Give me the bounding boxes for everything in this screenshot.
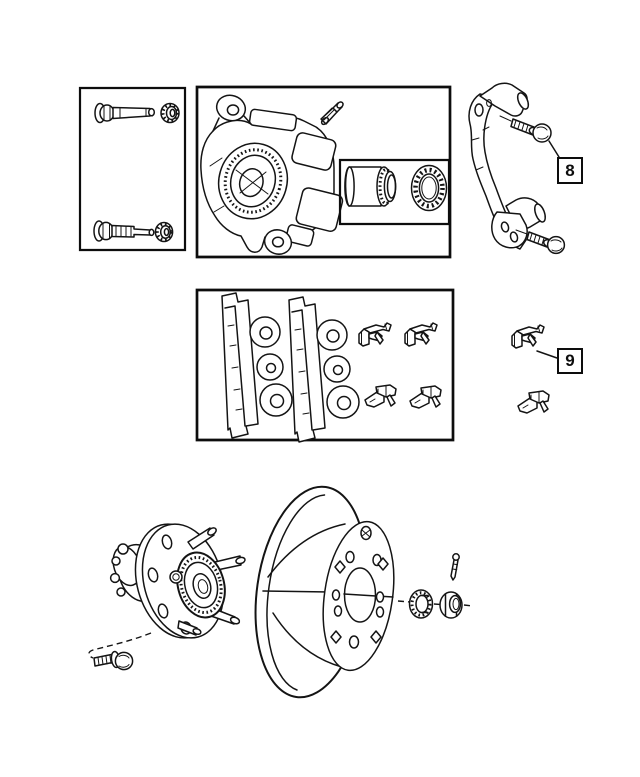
brake-pad-right (289, 297, 359, 442)
pads-box-frame (197, 290, 453, 440)
piston-seal-box (340, 160, 449, 224)
spindle-washer (410, 590, 433, 618)
brake-caliper (200, 92, 344, 258)
brake-rotor (243, 480, 403, 705)
caliper-adapter-bracket (469, 83, 547, 249)
pad-clip-loose-top (511, 324, 545, 349)
spindle-nut (440, 592, 462, 618)
adapter-bolt-bottom (516, 230, 564, 253)
caliper-box (197, 87, 450, 258)
pad-clip (404, 322, 438, 347)
hub-bearing-assembly (108, 515, 245, 647)
bleeder-screw (320, 101, 344, 126)
callout-9-label: 9 (565, 351, 575, 370)
caliper-piston (345, 167, 396, 206)
callout-9[interactable]: 9 (557, 348, 583, 374)
guide-pin-kit-box (80, 88, 185, 250)
bracket-spine (469, 94, 526, 249)
hub-bolt (94, 651, 133, 670)
inner-box-frame (340, 160, 449, 224)
brake-pads-box (197, 290, 453, 442)
cotter-pin (451, 554, 459, 580)
pad-clip (409, 385, 442, 409)
bracket-foot (492, 212, 527, 248)
pad-clip-loose-bottom (517, 390, 550, 414)
hub-bolt-leader (89, 633, 151, 658)
adapter-bolt-top (500, 116, 551, 142)
callout-9-leader (537, 351, 557, 358)
callout-8-label: 8 (565, 160, 575, 180)
guide-pin-bottom (94, 221, 154, 241)
guide-pin-bushing-top (161, 104, 179, 123)
guide-pin-top (95, 104, 154, 123)
piston-seal (412, 166, 447, 211)
pad-clip (364, 384, 397, 408)
callout-8[interactable]: 8 (557, 157, 583, 184)
callout-8-leader (549, 141, 559, 157)
kit-box-frame (80, 88, 185, 250)
pad-clip (358, 322, 392, 347)
guide-pin-bushing-bottom (155, 223, 172, 242)
brake-pad-left (222, 293, 292, 438)
